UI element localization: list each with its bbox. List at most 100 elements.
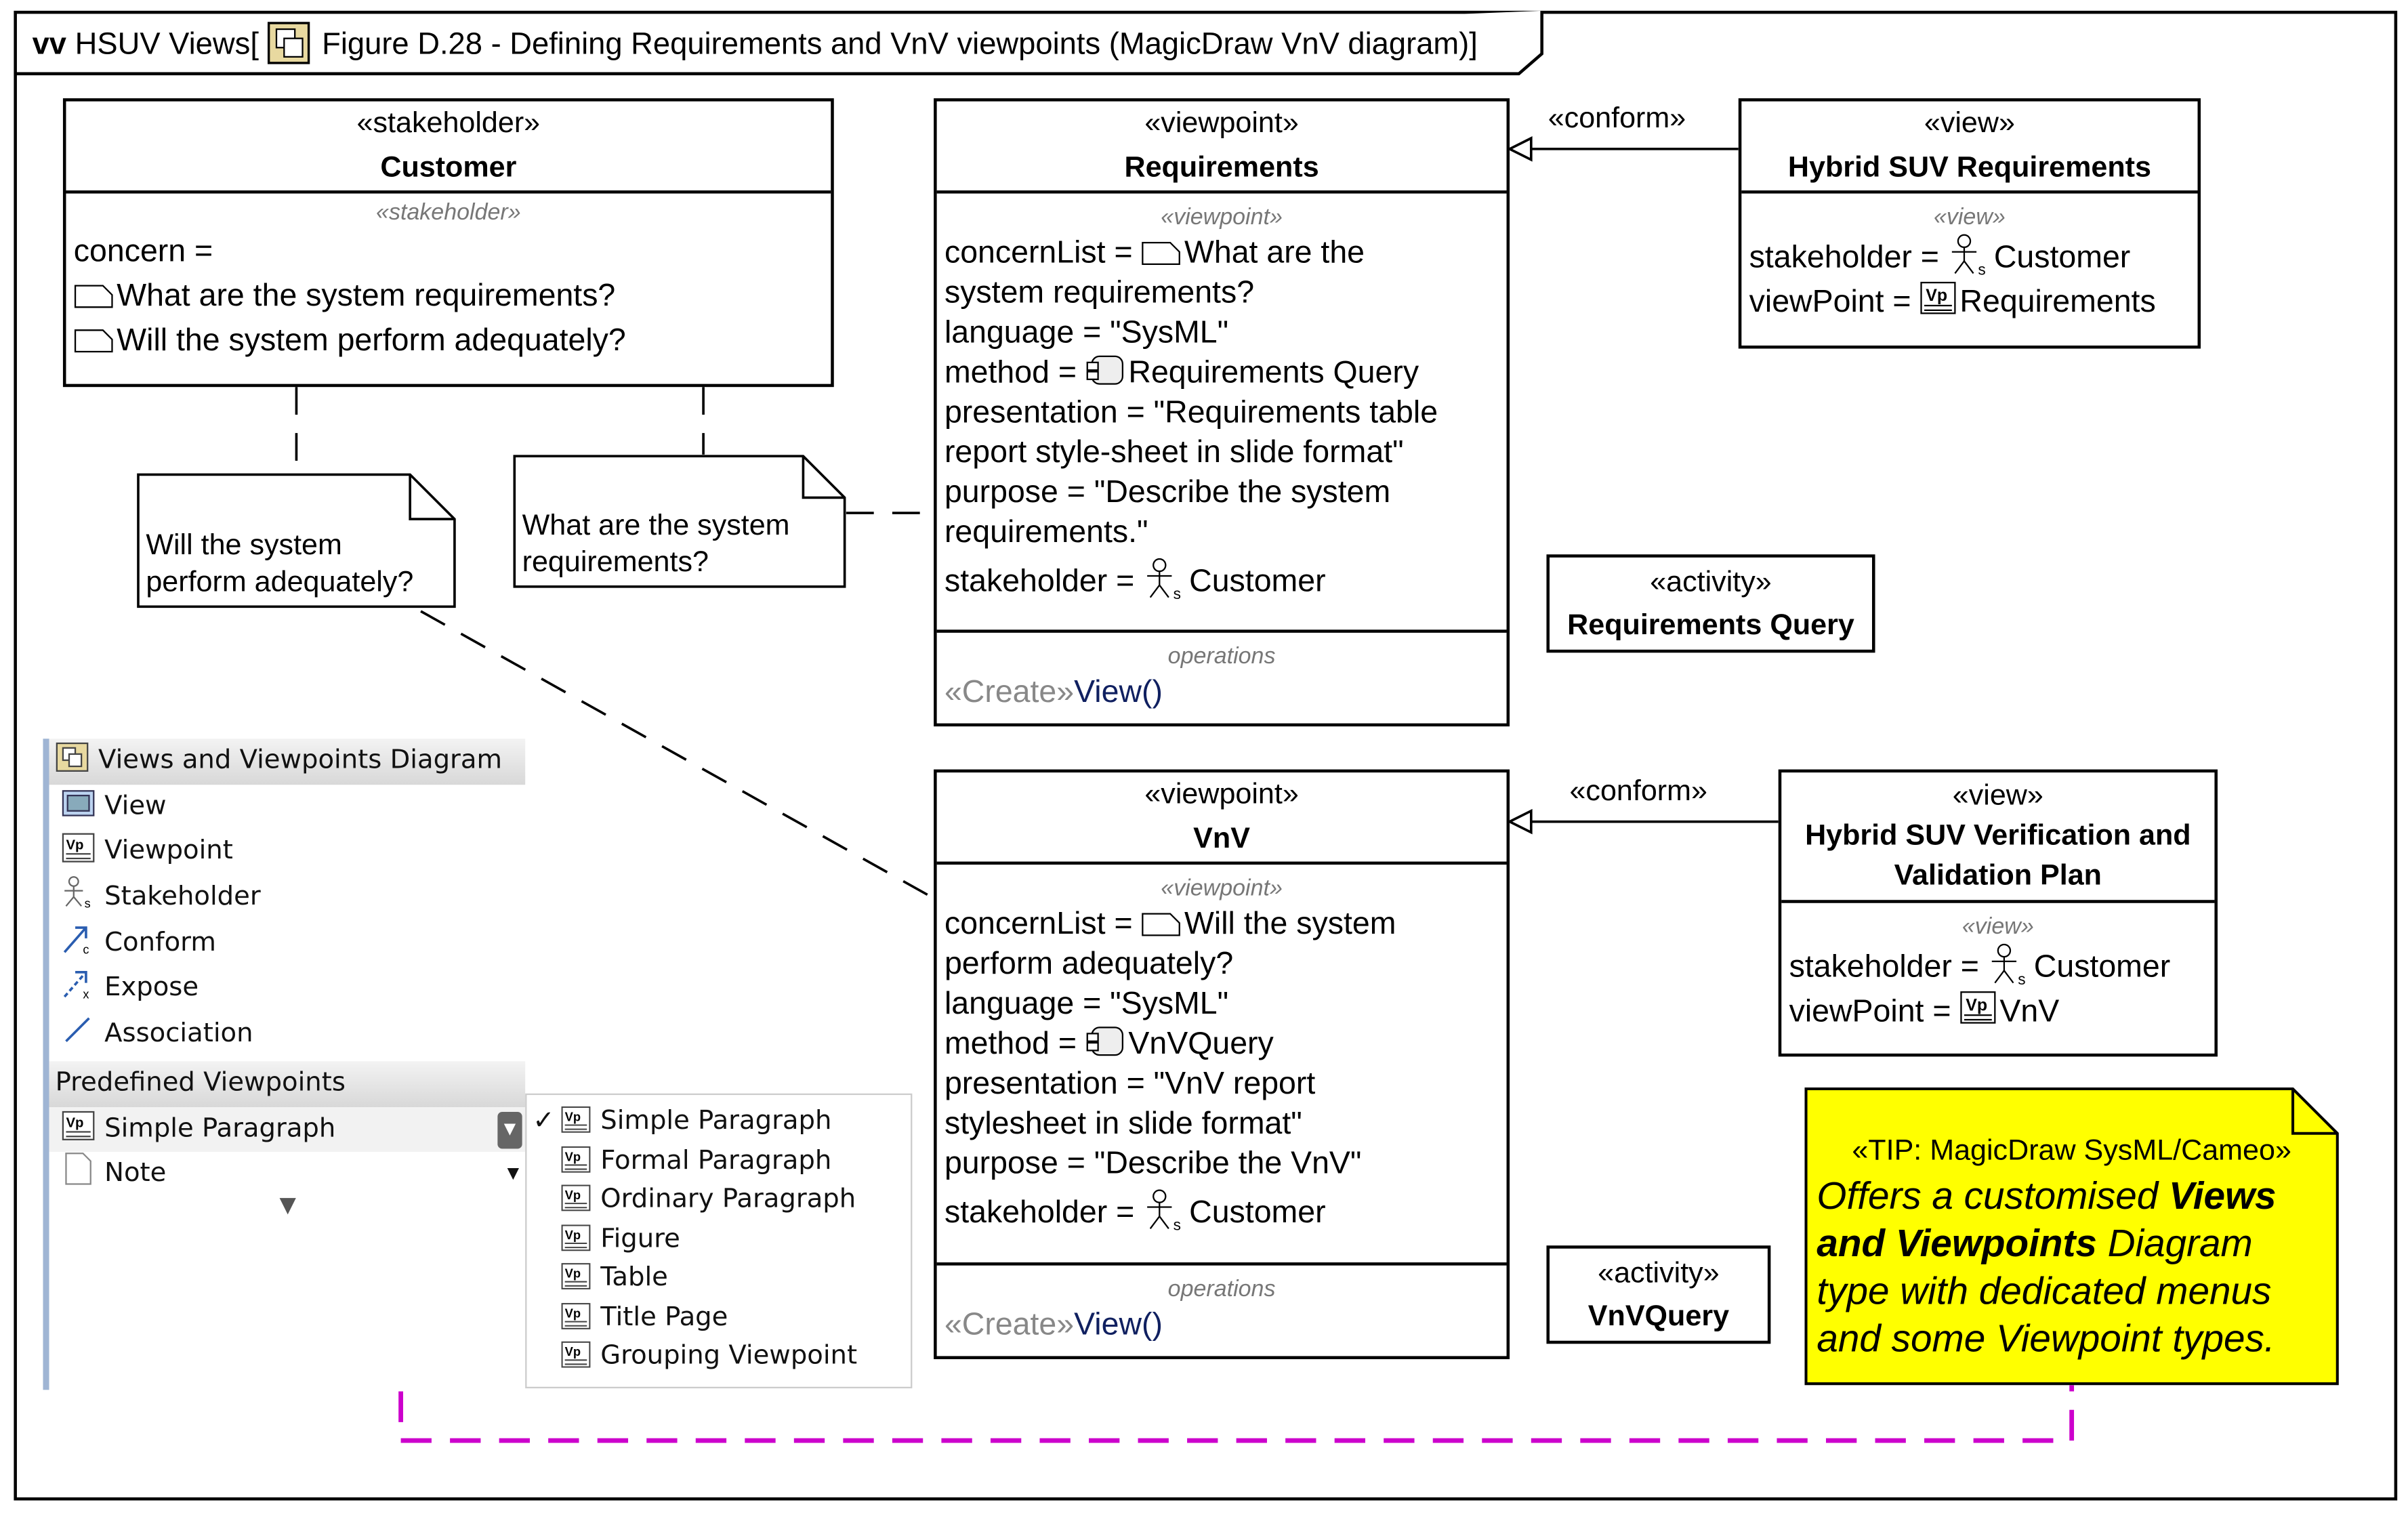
svg-text:s: s <box>1174 1216 1181 1232</box>
palette-item-association[interactable]: Association <box>49 1012 526 1058</box>
attr-purpose: purpose = "Describe the system <box>944 474 1391 510</box>
hsuv-requirements-view[interactable]: «view» Hybrid SUV Requirements «view» st… <box>1738 98 2201 349</box>
frame-title: Figure D.28 - Defining Requirements and … <box>322 27 1470 62</box>
palette-item-note[interactable]: Note ▼ <box>49 1152 526 1197</box>
svg-text:x: x <box>83 988 89 1000</box>
conform-label: «conform» <box>1569 775 1707 808</box>
viewpoint-stereotype: «viewpoint» <box>1144 779 1299 811</box>
tip-note[interactable]: «TIP: MagicDraw SysML/Cameo» Offers a cu… <box>1804 1087 2339 1386</box>
anchor-line <box>420 610 938 901</box>
tip-body-line: Offers a customised Views <box>1817 1174 2277 1218</box>
viewpoint-icon: Vp <box>62 833 95 863</box>
activity-stereotype: «activity» <box>1598 1258 1720 1290</box>
more-items-arrow-icon[interactable]: ▼ <box>279 1193 296 1218</box>
activity-requirements-query[interactable]: «activity» Requirements Query <box>1546 554 1875 653</box>
activity-vnvquery[interactable]: «activity» VnVQuery <box>1546 1245 1771 1344</box>
stakeholder-icon: s <box>1992 943 2026 986</box>
operations-compartment: operations «Create»View() <box>936 1262 1507 1345</box>
concern-icon <box>74 329 113 353</box>
svg-text:Vp: Vp <box>565 1266 581 1281</box>
concern-label: concern = <box>73 233 213 269</box>
viewpoint-icon: Vp <box>561 1263 591 1289</box>
attr-line: system requirements? <box>944 274 1255 310</box>
stakeholder-icon: s <box>64 876 91 909</box>
frame-model: HSUV Views <box>75 27 251 62</box>
attr-purpose: purpose = "Describe the VnV" <box>944 1145 1362 1182</box>
compartment-name: operations <box>1167 1276 1276 1303</box>
palette-item-view[interactable]: View <box>49 785 526 830</box>
check-icon: ✓ <box>533 1105 555 1137</box>
tip-title: «TIP: MagicDraw SysML/Cameo» <box>1852 1135 2291 1167</box>
concern-item: What are the system requirements? <box>66 273 831 318</box>
requirements-viewpoint[interactable]: «viewpoint» Requirements «viewpoint» con… <box>934 98 1510 727</box>
customer-compartment-name: «stakeholder» <box>376 199 521 226</box>
customer-name: Customer <box>380 152 517 184</box>
customer-block[interactable]: «stakeholder» Customer «stakeholder» con… <box>62 98 834 388</box>
viewpoint-icon: Vp <box>561 1302 591 1329</box>
note-requirements[interactable]: What are the system requirements? <box>513 455 846 588</box>
viewpoint-icon: Vp <box>62 1110 95 1140</box>
activity-name: VnVQuery <box>1587 1300 1730 1333</box>
svg-text:s: s <box>1174 585 1181 600</box>
view-header: «view» Hybrid SUV Requirements <box>1741 102 2198 194</box>
compartment-name: operations <box>1167 643 1276 670</box>
viewpoint-icon: Vp <box>561 1341 591 1368</box>
activity-icon <box>1086 1027 1123 1056</box>
vnv-viewpoint[interactable]: «viewpoint» VnV «viewpoint» concernList … <box>934 769 1510 1359</box>
attr-method: method = Requirements Query <box>944 354 1419 390</box>
note-line: requirements? <box>522 546 709 579</box>
attr-line: stylesheet in slide format" <box>944 1105 1302 1142</box>
attr-language: language = "SysML" <box>944 314 1229 350</box>
operation[interactable]: «Create»View() <box>944 674 1163 710</box>
palette-header[interactable]: Views and Viewpoints Diagram <box>49 739 526 785</box>
tip-body-line: and some Viewpoint types. <box>1817 1317 2275 1361</box>
note-line: Will the system <box>146 529 342 562</box>
view-header: «view» Hybrid SUV Verification and Valid… <box>1781 772 2215 903</box>
activity-name: Requirements Query <box>1567 609 1854 642</box>
attr-line: perform adequately? <box>944 946 1234 982</box>
svg-text:Vp: Vp <box>565 1344 581 1359</box>
hsuv-vnv-view[interactable]: «view» Hybrid SUV Verification and Valid… <box>1778 769 2218 1057</box>
stakeholder-icon: s <box>1952 234 1987 276</box>
note-perform[interactable]: Will the system perform adequately? <box>137 473 456 608</box>
note-line: perform adequately? <box>146 566 414 599</box>
customer-stereotype: «stakeholder» <box>356 107 541 140</box>
note-line: What are the system <box>522 510 790 543</box>
viewpoint-stereotype: «viewpoint» <box>1144 107 1299 140</box>
conform-icon: c <box>63 926 89 955</box>
svg-text:Vp: Vp <box>565 1227 581 1241</box>
svg-text:Vp: Vp <box>1926 286 1948 305</box>
requirements-header: «viewpoint» Requirements <box>936 102 1507 194</box>
tip-body-line: type with dedicated menus <box>1817 1270 2272 1313</box>
svg-text:Vp: Vp <box>66 838 83 853</box>
dropdown-arrow-icon[interactable]: ▼ <box>507 1165 520 1183</box>
svg-text:Vp: Vp <box>565 1109 581 1123</box>
palette-section-header[interactable]: Predefined Viewpoints <box>49 1060 526 1107</box>
diagram-icon <box>56 742 89 772</box>
dropdown-arrow-icon[interactable]: ▼ <box>497 1111 522 1148</box>
operation[interactable]: «Create»View() <box>944 1306 1163 1343</box>
svg-text:s: s <box>85 897 91 909</box>
attr-presentation: presentation = "VnV report <box>944 1066 1316 1102</box>
tip-body-line: and Viewpoints Diagram <box>1817 1222 2253 1266</box>
attr-line: report style-sheet in slide format" <box>944 434 1404 470</box>
attr-method: method = VnVQuery <box>944 1026 1274 1062</box>
viewpoint-name: VnV <box>1193 823 1250 856</box>
compartment-name: «view» <box>1933 204 2006 230</box>
